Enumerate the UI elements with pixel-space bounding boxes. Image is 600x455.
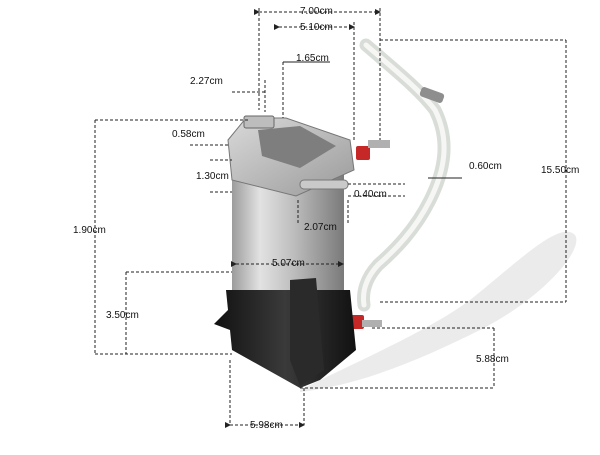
dimension-5-98: 5.98cm <box>250 420 283 431</box>
base-front-fin <box>290 278 324 386</box>
dimension-0-40: 0.40cm <box>354 189 387 200</box>
upper-terminal <box>356 146 370 160</box>
lower-terminal-lug <box>362 320 382 327</box>
top-bolt <box>243 115 275 129</box>
dimension-0-60: 0.60cm <box>469 161 502 172</box>
dimension-1-30: 1.30cm <box>196 171 229 182</box>
dimension-5-10: 5.10cm <box>300 22 333 33</box>
dimension-2-07: 2.07cm <box>304 222 337 233</box>
dimension-1-90: 1.90cm <box>73 225 106 236</box>
boiler-top-recess <box>258 126 336 168</box>
dimension-0-58: 0.58cm <box>172 129 205 140</box>
outlet-pipe <box>299 179 349 190</box>
drop-shadow <box>300 231 577 392</box>
silicone-hose-highlight <box>361 42 447 308</box>
dimension-5-88: 5.88cm <box>476 354 509 365</box>
dimension-1-65: 1.65cm <box>296 53 329 64</box>
hose-clamp <box>419 87 445 103</box>
upper-terminal-lug <box>368 140 390 148</box>
dimension-2-27: 2.27cm <box>190 76 223 87</box>
dimension-5-07: 5.07cm <box>272 258 305 269</box>
dimension-7-00: 7.00cm <box>300 6 333 17</box>
dimension-lines <box>94 8 567 428</box>
dimension-3-50: 3.50cm <box>106 310 139 321</box>
dimension-15-50: 15.50cm <box>541 165 580 176</box>
